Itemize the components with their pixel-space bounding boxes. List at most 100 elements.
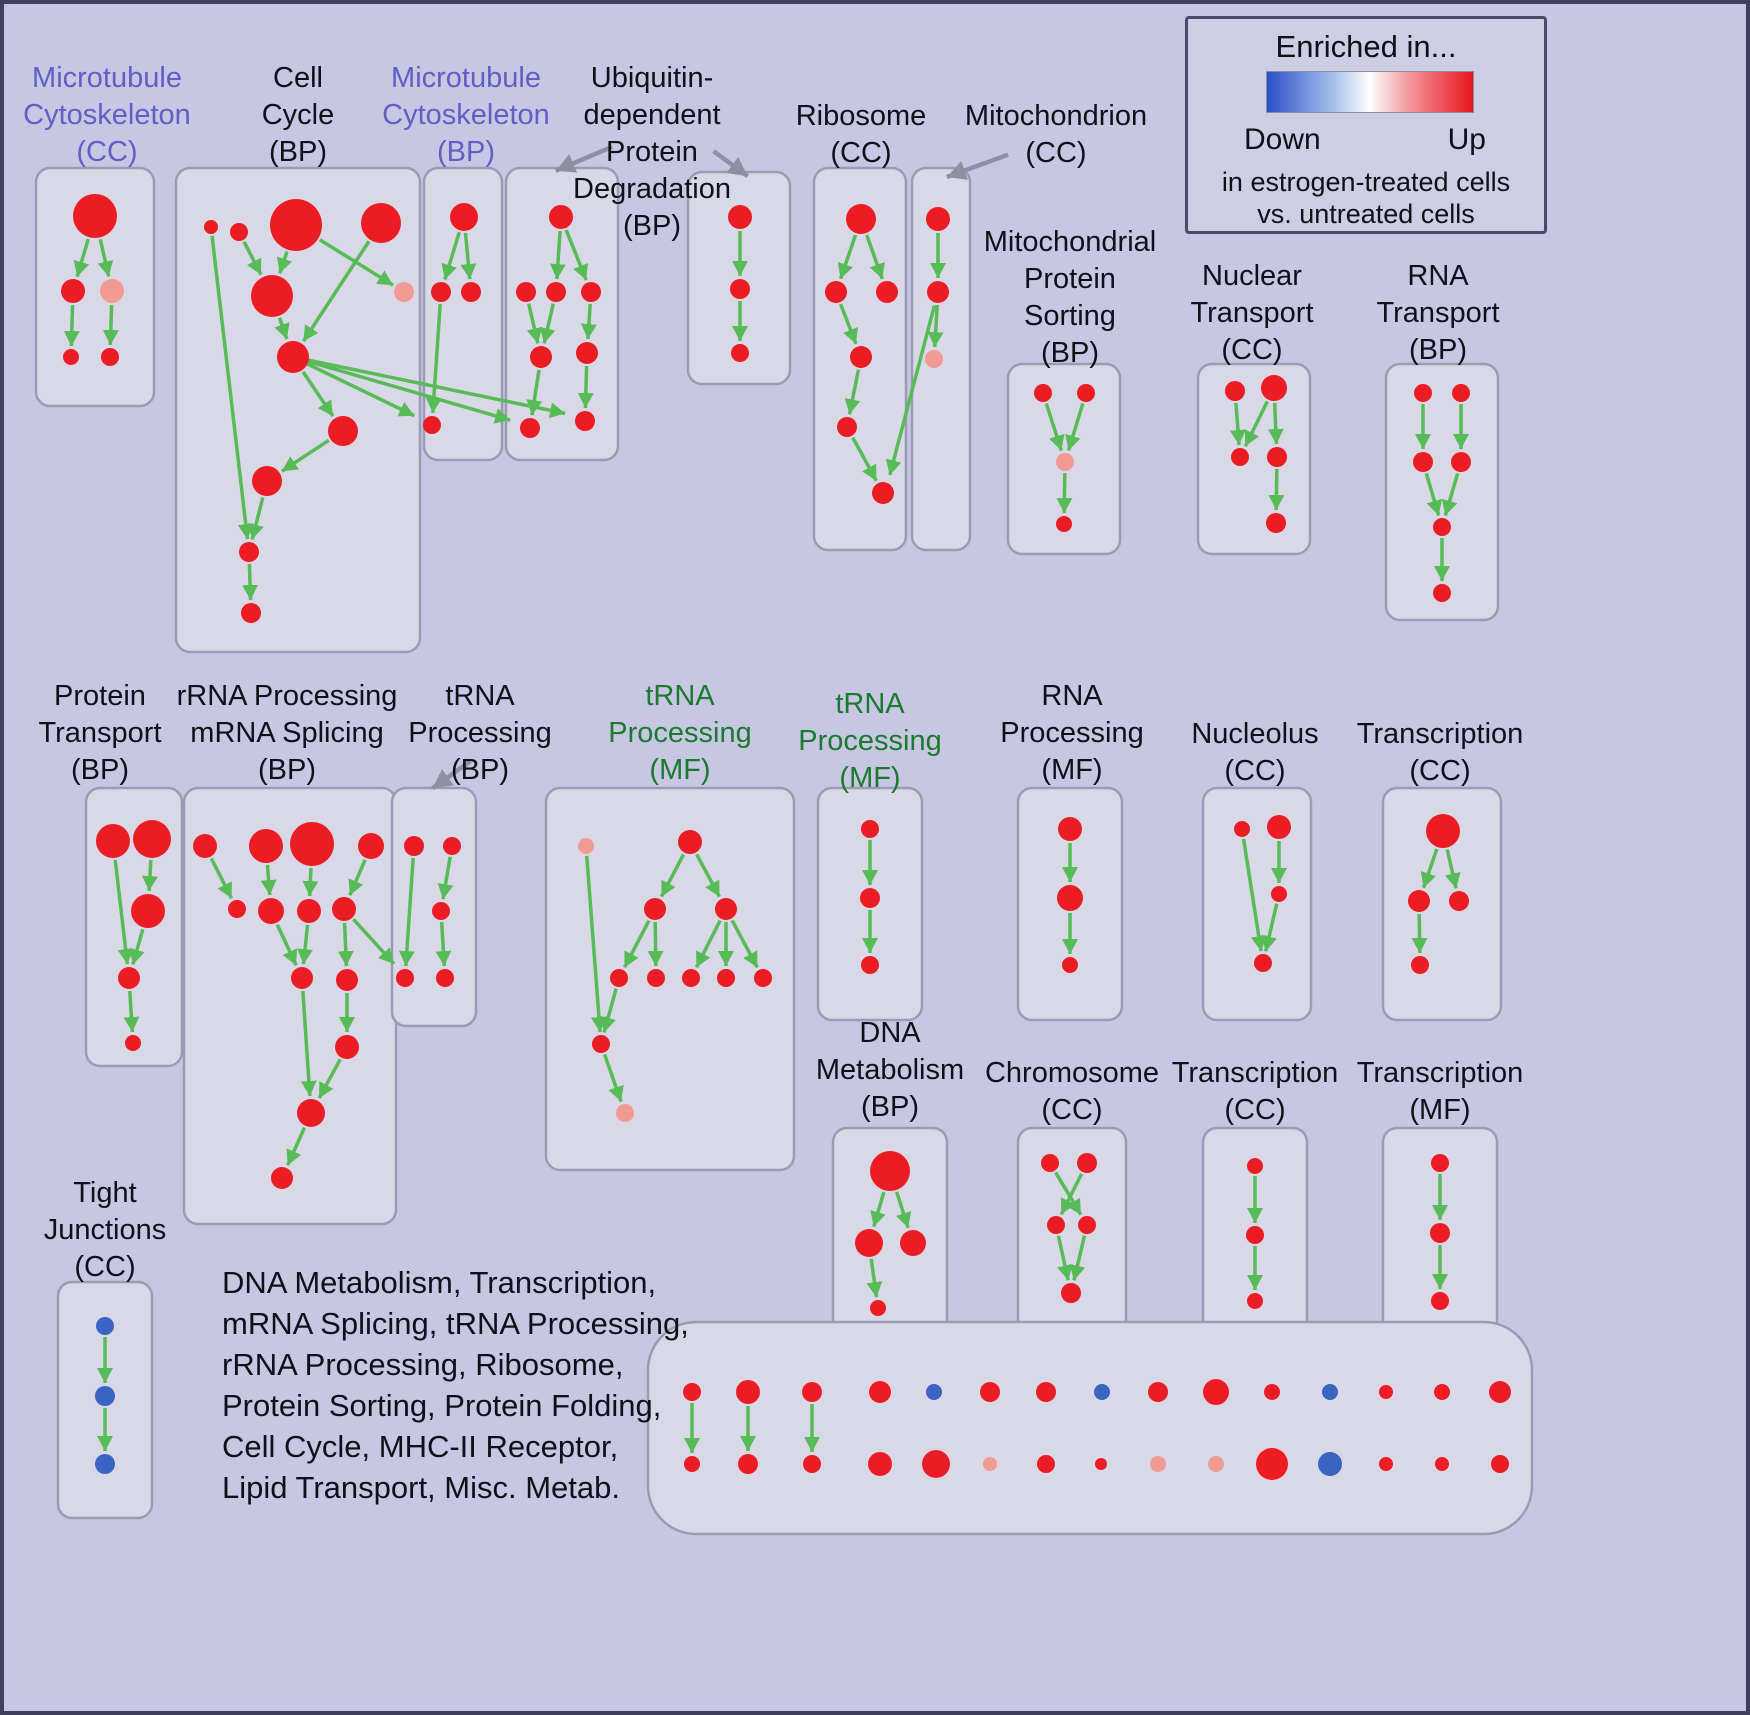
edge-chromosome-1: [1059, 1172, 1084, 1216]
node-trna-processing-bp-4: [436, 969, 454, 987]
node-singletons-9: [1203, 1379, 1229, 1405]
node-nuclear-transport-0: [1225, 381, 1245, 401]
node-microtubule-cc-4: [101, 348, 119, 366]
cross-edge-3: [885, 305, 937, 476]
edge-protein-transport-0: [113, 859, 134, 965]
group-box-cell-cycle: [174, 166, 422, 654]
node-nucleolus-2: [1271, 886, 1287, 902]
node-trna-processing-mf-2-1: [860, 888, 880, 908]
node-microtubule-cc-3: [63, 349, 79, 365]
node-chromosome-0: [1041, 1154, 1059, 1172]
node-ubiquitin-degradation-4: [530, 346, 552, 368]
group-box-microtubule-cc: [34, 166, 156, 408]
legend: Enriched in... Down Up in estrogen-treat…: [1185, 16, 1547, 234]
node-microtubule-cc-1: [61, 279, 85, 303]
edge-cell-cycle-5: [301, 370, 335, 418]
edge-trna-processing-mf-1-4: [694, 919, 722, 969]
edge-cell-cycle-6: [281, 438, 330, 473]
node-protein-transport-1: [133, 820, 171, 858]
node-rna-processing-mf-1: [1057, 885, 1083, 911]
edge-chromosome-0: [1054, 1171, 1083, 1216]
node-rrna-processing-mrna-splicing-5: [258, 898, 284, 924]
edge-rrna-processing-mrna-splicing-5: [297, 924, 313, 965]
node-trna-processing-mf-1-10: [616, 1104, 634, 1122]
node-rrna-processing-mrna-splicing-9: [336, 969, 358, 991]
node-singletons-11: [1322, 1384, 1338, 1400]
edge-ubiquitin-degradation-6: [577, 365, 594, 409]
node-transcription-cc-a-1: [1408, 890, 1430, 912]
edge-cell-cycle-4: [318, 238, 394, 287]
node-rna-processing-mf-2: [1062, 957, 1078, 973]
node-mitochondrion-2: [925, 350, 943, 368]
edge-ubiquitin-degradation-0: [549, 230, 566, 280]
node-singletons-14: [1489, 1381, 1511, 1403]
label-transcription-cc-2: Transcription (CC): [1171, 1057, 1339, 1126]
edge-ribosome-2: [839, 303, 859, 345]
node-rna-transport-0: [1414, 384, 1432, 402]
node-rrna-processing-mrna-splicing-0: [193, 834, 217, 858]
node-singletons-13: [1434, 1384, 1450, 1400]
label-rna-transport-bp: RNA Transport (BP): [1376, 260, 1500, 366]
node-rna-transport-3: [1451, 452, 1471, 472]
label-nuclear-transport-cc: Nuclear Transport (CC): [1190, 260, 1314, 366]
node-singletons-15: [684, 1456, 700, 1472]
node-microtubule-cc-0: [73, 194, 117, 238]
node-trna-processing-mf-1-4: [610, 969, 628, 987]
cross-edge-2: [306, 358, 566, 419]
node-tight-junctions-2: [95, 1454, 115, 1474]
label-dna-metabolism-bp: DNA Metabolism (BP): [815, 1017, 965, 1123]
node-singletons-3: [869, 1381, 891, 1403]
node-ribosome-0: [846, 204, 876, 234]
node-singletons-4: [926, 1384, 942, 1400]
node-singletons-23: [1150, 1456, 1166, 1472]
node-singletons-27: [1379, 1457, 1393, 1471]
node-chromosome-1: [1077, 1153, 1097, 1173]
node-singletons-26: [1318, 1452, 1342, 1476]
node-rna-transport-4: [1433, 518, 1451, 536]
edge-trna-processing-mf-1-8: [600, 988, 618, 1033]
edge-ribosome-0: [837, 234, 858, 280]
label-transcription-cc-1: Transcription (CC): [1356, 718, 1524, 787]
node-trna-processing-mf-1-8: [754, 969, 772, 987]
label-trna-processing-mf-1: tRNA Processing (MF): [608, 680, 752, 786]
node-rrna-processing-mrna-splicing-3: [358, 833, 384, 859]
node-singletons-17: [803, 1455, 821, 1473]
label-ribosome-cc: Ribosome (CC): [795, 100, 927, 169]
edge-rrna-processing-mrna-splicing-2: [302, 867, 319, 897]
edge-trna-processing-mf-1-0: [659, 853, 686, 898]
node-ubiquitin-degradation-2-2: [731, 344, 749, 362]
label-nucleolus-cc: Nucleolus (CC): [1191, 718, 1319, 787]
node-protein-transport-4: [125, 1035, 141, 1051]
node-mitochondrial-protein-sorting-3: [1056, 516, 1072, 532]
node-chromosome-3: [1078, 1216, 1096, 1234]
node-rrna-processing-mrna-splicing-4: [228, 900, 246, 918]
node-ubiquitin-degradation-3: [581, 282, 601, 302]
node-ribosome-5: [872, 482, 894, 504]
node-ubiquitin-degradation-0: [549, 205, 573, 229]
label-mitochondrion-cc: Mitochondrion (CC): [964, 100, 1148, 169]
node-mitochondrial-protein-sorting-0: [1034, 384, 1052, 402]
label-protein-transport-bp: Protein Transport (BP): [38, 680, 162, 786]
edge-mitochondrion-1: [927, 304, 944, 348]
node-trna-processing-mf-1-5: [647, 969, 665, 987]
node-singletons-19: [922, 1450, 950, 1478]
group-box-singletons: [646, 1320, 1534, 1536]
edge-microtubule-cc-1: [97, 239, 114, 277]
edge-trna-processing-bp-2: [435, 921, 452, 967]
edge-trna-processing-mf-1-1: [695, 853, 721, 898]
edge-protein-transport-2: [129, 928, 145, 966]
edge-rrna-processing-mrna-splicing-4: [275, 923, 298, 967]
edge-cell-cycle-9: [210, 235, 254, 540]
node-rrna-processing-mrna-splicing-7: [332, 897, 356, 921]
edge-nuclear-transport-3: [1268, 468, 1285, 511]
label-microtubule-cytoskeleton-cc: Microtubule Cytoskeleton (CC): [23, 62, 191, 168]
annotation-arrow-2: [946, 152, 1009, 180]
node-cell-cycle-7: [328, 416, 358, 446]
node-ubiquitin-degradation-5: [576, 342, 598, 364]
node-cell-cycle-4: [251, 275, 293, 317]
node-mitochondrial-protein-sorting-1: [1077, 384, 1095, 402]
legend-up-label: Up: [1447, 123, 1486, 156]
edge-ubiquitin-degradation-3: [539, 303, 556, 344]
edge-microtubule-bp-1: [460, 232, 477, 280]
node-trna-processing-mf-2-0: [861, 820, 879, 838]
